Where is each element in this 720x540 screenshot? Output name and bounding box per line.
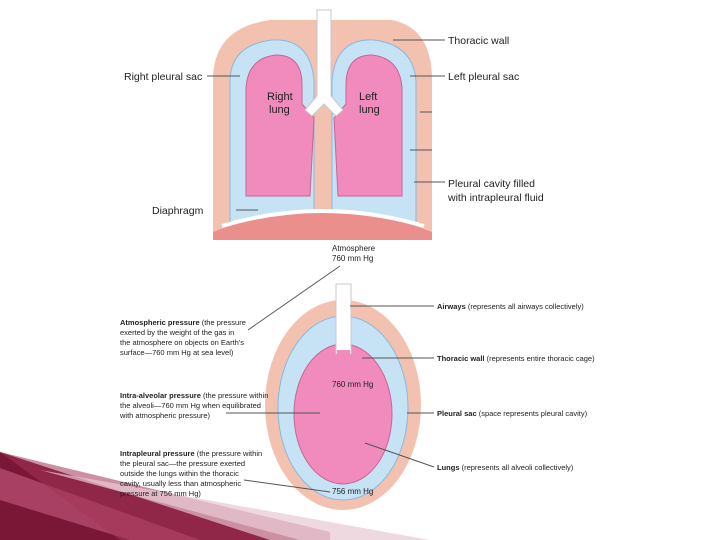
pleural-sac-desc-label: Pleural sac (space represents pleural ca…	[437, 409, 588, 418]
intra-alveolar-pressure-desc-2: the alveoli—760 mm Hg when equilibrated	[120, 401, 261, 410]
trachea-shape	[304, 9, 344, 117]
left-lung-label-1: Left	[359, 91, 377, 103]
intrapleural-pressure-desc-5: pressure at 756 mm Hg)	[120, 489, 201, 498]
diaphragm-shape	[213, 210, 432, 240]
alveolar-pressure-value: 760 mm Hg	[332, 380, 373, 389]
lungs-desc-label: Lungs (represents all alveoli collective…	[437, 463, 574, 472]
atmospheric-pressure-desc-3: the atmosphere on objects on Earth's	[120, 338, 244, 347]
lungs-ellipse	[293, 343, 393, 485]
intrapleural-pressure-desc-2: the pleural sac—the pressure exerted	[120, 459, 245, 468]
thoracic-wall-label: Thoracic wall	[448, 35, 509, 47]
bottom-figure: 760 mm Hg 756 mm Hg Atmosphere 760 mm Hg…	[119, 244, 595, 510]
pleural-cavity-label-2: with intrapleural fluid	[447, 192, 544, 204]
intrapleural-pressure-desc-4: cavity, usually less than atmospheric	[120, 479, 241, 488]
intra-alveolar-pressure-desc-1: Intra-alveolar pressure (the pressure wi…	[120, 391, 268, 400]
right-lung-label-1: Right	[267, 91, 293, 103]
intrapleural-pressure-desc-1: Intrapleural pressure (the pressure with…	[120, 449, 262, 458]
top-figure: Right pleural sac Right lung Left lung T…	[124, 9, 544, 240]
intrapleural-pressure-desc-3: outside the lungs within the thoracic	[120, 469, 239, 478]
intra-alveolar-pressure-desc-3: with atmospheric pressure)	[119, 411, 211, 420]
left-pleural-sac-label: Left pleural sac	[448, 71, 519, 83]
atmospheric-pressure-desc-4: surface—760 mm Hg at sea level)	[120, 348, 234, 357]
right-lung-shape	[245, 54, 315, 197]
atmospheric-pressure-desc-1: Atmospheric pressure (the pressure	[120, 318, 246, 327]
right-pleural-sac-label: Right pleural sac	[124, 71, 202, 83]
diaphragm-label: Diaphragm	[152, 205, 204, 217]
atmosphere-label: Atmosphere	[332, 244, 376, 253]
airways-label: Airways (represents all airways collecti…	[437, 302, 584, 311]
pleural-cavity-label-1: Pleural cavity filled	[448, 178, 535, 190]
right-lung-label-2: lung	[269, 104, 290, 116]
left-lung-label-2: lung	[359, 104, 380, 116]
left-lung-shape	[333, 54, 403, 197]
airway-shape	[335, 283, 352, 355]
atmosphere-value: 760 mm Hg	[332, 254, 373, 263]
intrapleural-pressure-value: 756 mm Hg	[332, 487, 373, 496]
corner-ribbon-decoration	[0, 452, 430, 540]
atmospheric-pressure-desc-2: exerted by the weight of the gas in	[120, 328, 234, 337]
thoracic-wall-desc-label: Thoracic wall (represents entire thoraci…	[437, 354, 595, 363]
